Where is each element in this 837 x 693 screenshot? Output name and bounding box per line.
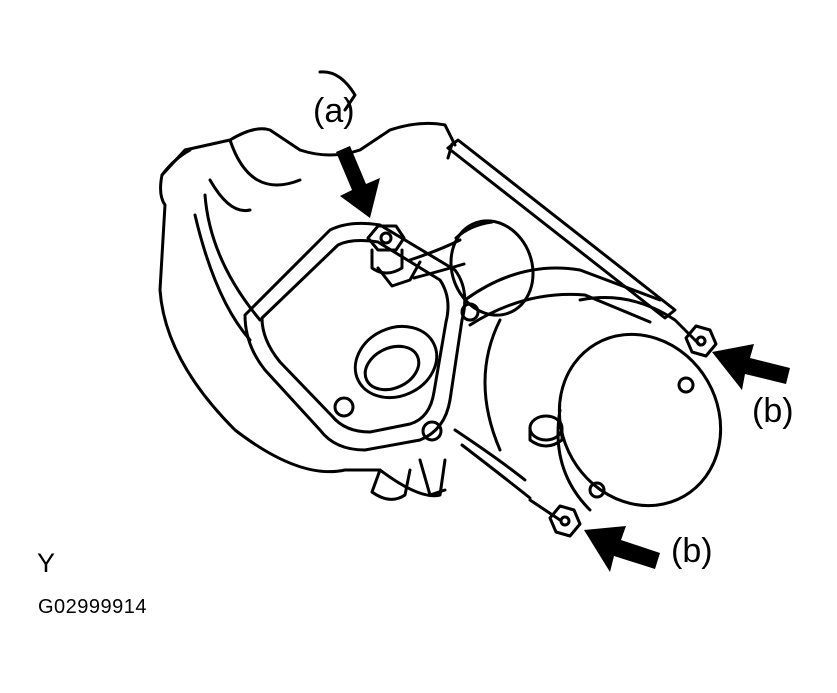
view-letter: Y — [37, 548, 56, 578]
arrow-b-upper — [712, 344, 790, 390]
arrow-a — [336, 146, 380, 218]
solenoid-mount-plate — [243, 221, 480, 452]
lead-wire — [408, 219, 535, 317]
callout-a-label: (a) — [313, 92, 355, 130]
drive-housing — [158, 70, 457, 501]
end-cover — [528, 296, 723, 522]
arrow-b-lower — [584, 526, 660, 572]
callout-b-lower-label: (b) — [671, 532, 713, 570]
bolt-upper — [684, 324, 718, 358]
motor-yoke — [453, 266, 662, 500]
callout-b-upper-label: (b) — [752, 392, 794, 430]
bolt-lower — [548, 504, 582, 538]
terminal-nut — [366, 224, 422, 288]
figure-id: G02999914 — [38, 596, 148, 618]
through-bolt — [446, 138, 677, 320]
